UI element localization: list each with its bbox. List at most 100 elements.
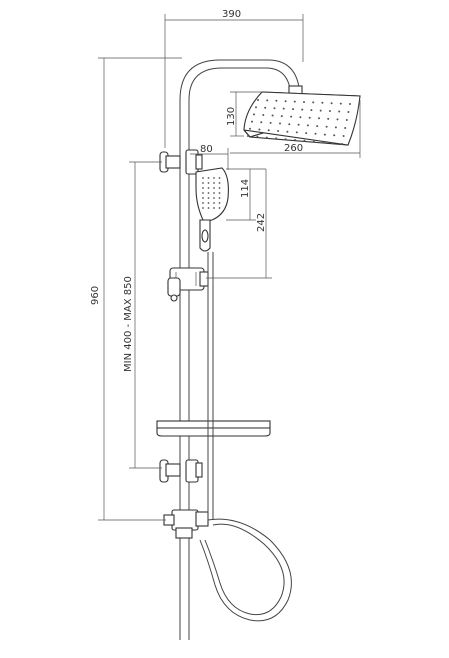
nozzle-dot — [334, 126, 337, 129]
rain-shower-head — [243, 91, 361, 146]
hand-nozzle-dot — [207, 197, 210, 199]
nozzle-dot — [249, 127, 251, 130]
dimension-label-260: 260 — [284, 143, 303, 154]
nozzle-dot — [299, 116, 302, 119]
nozzle-dot — [306, 124, 309, 127]
upper-wall-bracket — [159, 149, 203, 175]
nozzle-dot — [333, 134, 336, 137]
nozzle-dot — [341, 143, 343, 145]
nozzle-dot — [318, 117, 320, 120]
nozzle-dot — [273, 107, 276, 110]
dimension-total-height: 960 — [90, 57, 182, 521]
hand-nozzle-dot — [207, 177, 210, 179]
nozzle-dot — [319, 109, 322, 112]
dimension-label-130: 130 — [226, 107, 237, 126]
nozzle-dot — [323, 133, 326, 136]
nozzle-dot — [294, 139, 296, 141]
nozzle-dot — [312, 140, 315, 143]
nozzle-dot — [256, 135, 259, 138]
hand-nozzle-dot — [207, 187, 210, 189]
nozzle-dot — [247, 135, 249, 137]
dimension-label-960: 960 — [90, 286, 101, 305]
nozzle-dot — [284, 138, 287, 141]
nozzle-dot — [303, 139, 306, 142]
nozzle-dot — [308, 116, 311, 119]
nozzle-dot — [330, 102, 333, 105]
nozzle-dot — [282, 107, 285, 110]
hand-nozzle-dot — [218, 187, 221, 189]
nozzle-dot — [280, 115, 283, 118]
nozzle-dot — [295, 131, 298, 134]
nozzle-dot — [279, 122, 281, 125]
nozzle-dot — [301, 108, 304, 111]
nozzle-dot — [262, 114, 265, 116]
dimension-label-390: 390 — [222, 9, 241, 20]
dimension-label-242: 242 — [256, 213, 267, 232]
riser-pipe — [179, 59, 303, 640]
lower-wall-bracket — [159, 459, 203, 483]
hand-nozzle-dot — [218, 202, 221, 204]
nozzle-dot — [331, 142, 334, 145]
nozzle-dot — [338, 110, 341, 113]
nozzle-dot — [336, 118, 339, 121]
nozzle-dot — [328, 110, 331, 112]
hand-nozzle-dot — [207, 182, 210, 184]
dimension-label-80: 80 — [200, 144, 213, 155]
nozzle-dot — [255, 106, 257, 109]
nozzle-dot — [264, 106, 267, 109]
hand-nozzle-dot — [202, 197, 204, 199]
nozzle-dot — [293, 100, 296, 103]
hand-nozzle-dot — [202, 207, 204, 209]
nozzle-dot — [292, 108, 294, 111]
nozzle-dot — [339, 102, 342, 105]
hand-nozzle-dot — [202, 192, 204, 194]
nozzle-dot — [251, 120, 253, 123]
hand-nozzle-dot — [202, 182, 204, 184]
hand-nozzle-dot — [218, 192, 221, 194]
hand-nozzle-dot — [213, 197, 215, 199]
hand-nozzle-dot — [218, 182, 221, 184]
hand-nozzle-dot — [213, 187, 215, 189]
nozzle-dot — [314, 132, 317, 135]
shower-head-nozzles — [247, 99, 351, 145]
hand-nozzle-dot — [213, 192, 215, 194]
nozzle-dot — [286, 130, 289, 133]
dimension-hand-to-slider: 242 — [206, 169, 272, 279]
hand-shower — [195, 167, 229, 252]
nozzle-dot — [321, 101, 324, 104]
dimension-label-slide-range: MIN 400 - MAX 850 — [123, 276, 134, 372]
nozzle-dot — [275, 99, 278, 102]
shower-hose — [199, 252, 292, 622]
nozzle-dot — [322, 141, 325, 144]
hand-nozzle-dot — [207, 207, 210, 209]
hand-nozzle-dot — [213, 202, 215, 204]
nozzle-dot — [277, 130, 280, 132]
dimension-slide-range: MIN 400 - MAX 850 — [123, 161, 162, 469]
hand-nozzle-dot — [218, 177, 221, 179]
dimension-label-114: 114 — [240, 179, 251, 198]
nozzle-dot — [275, 137, 278, 140]
nozzle-dot — [347, 111, 350, 113]
nozzle-dot — [258, 128, 261, 131]
nozzle-dot — [284, 100, 287, 103]
nozzle-dot — [344, 127, 347, 129]
sliding-holder — [167, 267, 209, 302]
dimension-head-height: 130 — [226, 91, 262, 137]
hand-nozzle-dot — [202, 202, 204, 204]
nozzle-dot — [312, 101, 315, 104]
nozzle-dot — [349, 103, 351, 105]
nozzle-dot — [266, 99, 269, 102]
dimension-hand-offset: 80 — [190, 144, 229, 170]
diverter-valve — [163, 509, 209, 539]
nozzle-dot — [265, 136, 268, 139]
hand-nozzle-dot — [202, 177, 204, 179]
hand-nozzle-dot — [207, 192, 210, 194]
nozzle-dot — [327, 117, 330, 120]
hand-nozzle-dot — [213, 182, 215, 184]
nozzle-dot — [253, 113, 255, 116]
dimension-overall-width: 390 — [164, 9, 304, 148]
nozzle-dot — [257, 99, 259, 101]
nozzle-dot — [271, 114, 274, 117]
nozzle-dot — [303, 101, 305, 103]
